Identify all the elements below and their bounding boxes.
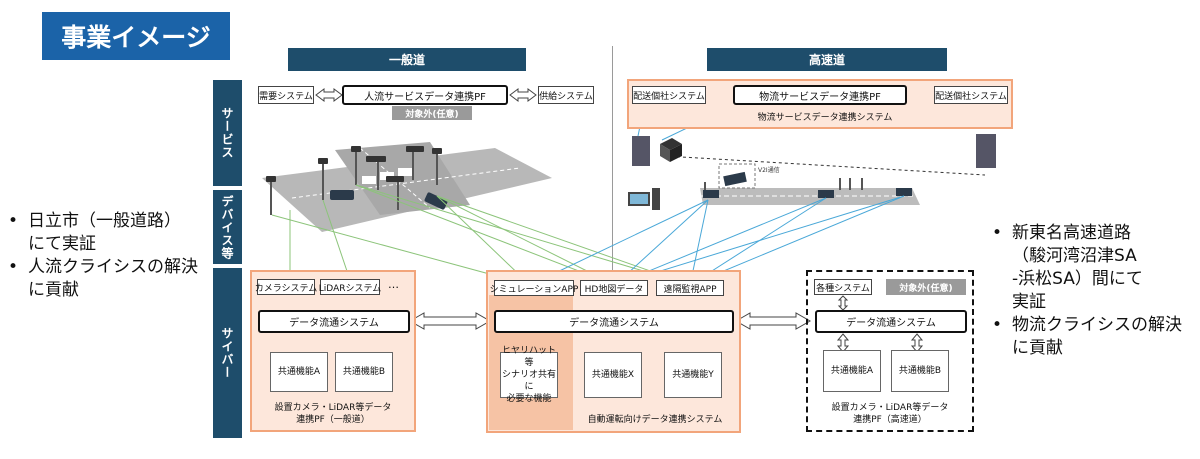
various-systems-box: 各種システム xyxy=(814,279,872,295)
people-flow-pf-box: 人流サービスデータ連携PF xyxy=(342,85,508,105)
bullet-item-cont: （駿河湾沼津SA xyxy=(1012,246,1137,266)
column-header-highway: 高速道 xyxy=(707,48,947,71)
bullet-item-cont: -浜松SA）間にて xyxy=(1012,269,1143,289)
data-distribution-system-general: データ流通システム xyxy=(258,310,410,333)
out-of-scope-tag: 対象外(任意) xyxy=(392,106,472,120)
layer-service: サービス xyxy=(213,80,242,186)
bullet-item: 人流クライシスの解決 xyxy=(2,256,212,279)
bullet-item-cont: 実証 xyxy=(1012,292,1046,312)
common-function-b-general: 共通機能B xyxy=(335,352,393,392)
highway-pf-caption-1: 設置カメラ・LiDAR等データ xyxy=(831,403,949,413)
general-pf-caption-1: 設置カメラ・LiDAR等データ xyxy=(274,403,392,413)
highway-illustration xyxy=(664,155,986,205)
common-function-y: 共通機能Y xyxy=(664,352,722,398)
logistics-pf-box: 物流サービスデータ連携PF xyxy=(733,85,907,105)
common-function-b-highway: 共通機能B xyxy=(891,350,949,392)
bullet-item-cont: にて実証 xyxy=(28,234,96,254)
camera-system-box: カメラシステム xyxy=(255,279,317,295)
common-function-x: 共通機能X xyxy=(584,352,642,398)
vehicle-icons-general xyxy=(330,190,448,210)
highway-pf-caption-2: 連携PF（高速道） xyxy=(853,415,927,425)
autonomous-driving-caption: 自動運転向けデータ連携システム xyxy=(587,415,723,425)
bullet-item: 物流クライシスの解決 xyxy=(986,314,1198,337)
bullet-item: 新東名高速道路 xyxy=(986,222,1198,245)
out-of-scope-tag-highway: 対象外(任意) xyxy=(886,279,966,295)
bullet-item-cont: に貢献 xyxy=(28,280,79,300)
hd-map-data-box: HD地図データ xyxy=(580,280,648,296)
page-title: 事業イメージ xyxy=(42,12,230,60)
common-function-a-highway: 共通機能A xyxy=(823,350,881,392)
package-icon xyxy=(660,138,682,162)
logistics-service-caption: 物流サービスデータ連携システム xyxy=(757,113,893,123)
bullet-list-right: 新東名高速道路 （駿河湾沼津SA -浜松SA）間にて 実証 物流クライシスの解決… xyxy=(986,222,1198,360)
ellipsis: … xyxy=(388,278,399,291)
common-function-a-general: 共通機能A xyxy=(270,352,328,392)
bullet-item: 日立市（一般道路） xyxy=(2,210,212,233)
camera-poles xyxy=(270,150,438,215)
general-road-illustration xyxy=(262,142,552,232)
general-road-pf xyxy=(250,270,416,432)
layer-device: デバイス等 xyxy=(213,190,242,264)
v2i-label: V2I通信 xyxy=(758,166,780,174)
bullet-item-cont: に貢献 xyxy=(1012,338,1063,358)
highway-pf xyxy=(806,270,974,432)
building-icon xyxy=(632,134,996,168)
data-distribution-system-center: データ流通システム xyxy=(494,310,734,333)
column-divider xyxy=(612,46,613,278)
column-header-general: 一般道 xyxy=(288,48,526,71)
delivery-company-system-left: 配送個社システム xyxy=(632,86,706,104)
supply-system-box: 供給システム xyxy=(538,86,594,104)
computer-icon xyxy=(628,188,660,210)
general-pf-caption-2: 連携PF（一般道） xyxy=(296,415,370,425)
hiyari-scenario-function: ヒヤリハット等 シナリオ共有に 必要な機能 xyxy=(500,346,558,404)
camera-icons xyxy=(266,146,442,182)
demand-system-box: 需要システム xyxy=(258,86,314,104)
remote-monitoring-app-box: 遠隔監視APP xyxy=(656,280,724,296)
data-distribution-system-highway: データ流通システム xyxy=(815,310,967,333)
delivery-company-system-right: 配送個社システム xyxy=(934,86,1008,104)
simulation-app-box: シミュレーションAPP xyxy=(490,280,578,296)
lidar-system-box: LiDARシステム xyxy=(319,279,381,295)
layer-cyber: サイバー xyxy=(213,268,242,438)
bullet-list-left: 日立市（一般道路） にて実証 人流クライシスの解決 に貢献 xyxy=(2,210,212,302)
